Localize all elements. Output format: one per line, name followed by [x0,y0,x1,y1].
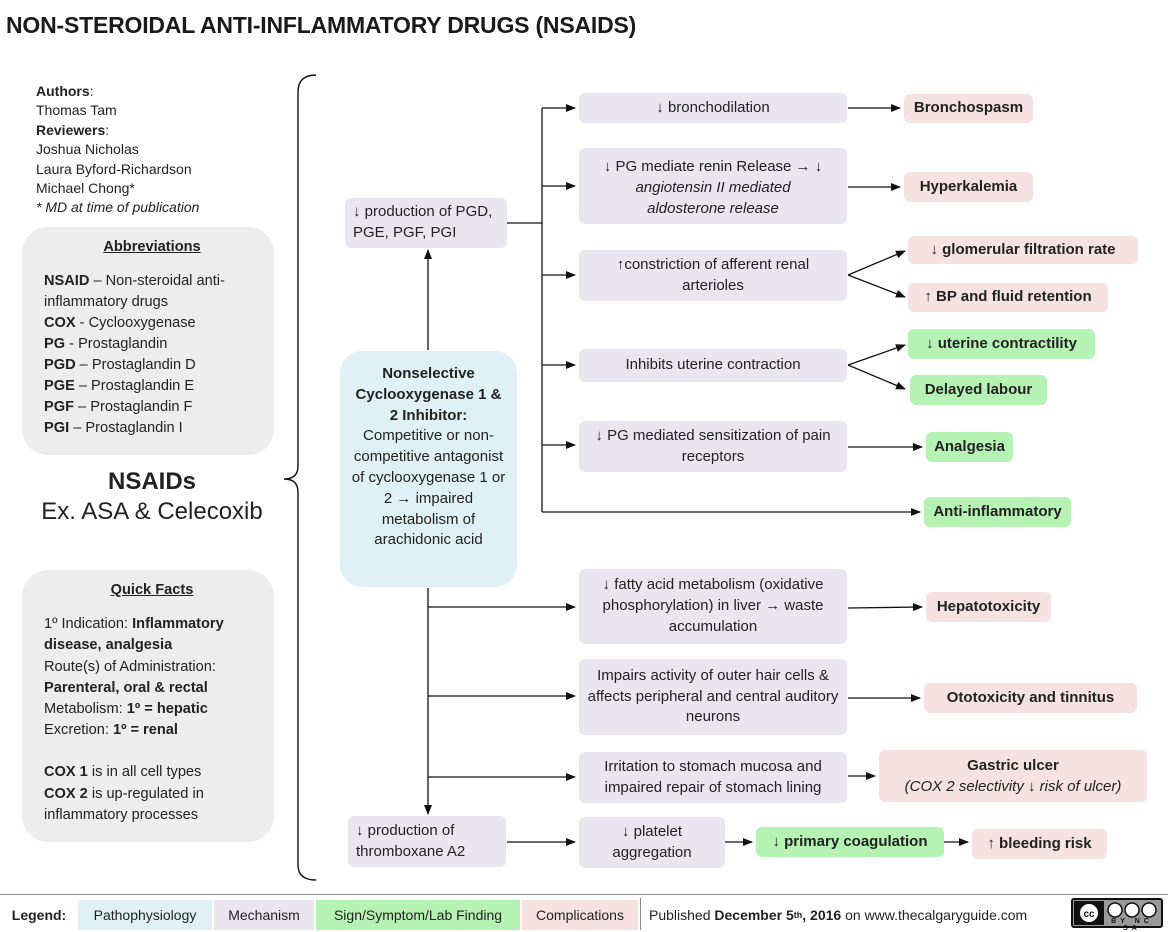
quick-facts-panel: Quick Facts 1º Indication: Inflammatory … [22,570,274,842]
fatty-acid-box: ↓ fatty acid metabolism (oxidative phosp… [579,569,847,644]
legend-pathophysiology: Pathophysiology [78,900,212,930]
bleeding-risk-box: ↑ bleeding risk [972,829,1107,859]
constriction-box: ↑constriction of afferent renal arteriol… [579,250,847,301]
legend-divider [640,898,641,930]
excretion-fact: Excretion: 1º = renal [44,722,178,739]
reviewers-label: Reviewers [36,121,106,138]
legend-mechanism: Mechanism [214,900,314,930]
cox-inhibitor-text: Competitive or non-competitive antagonis… [351,427,506,549]
primary-coagulation-box: ↓ primary coagulation [756,827,944,857]
abbreviations-panel: Abbreviations NSAID – Non-steroidal anti… [22,227,274,455]
reviewer-name: Laura Byford-Richardson [36,160,192,177]
reviewer-name: Michael Chong* [36,180,135,197]
cox-inhibitor-title: Nonselective Cyclooxygenase 1 & 2 Inhibi… [355,365,502,424]
cc-license-badge: cc BY NC SA [1071,898,1163,932]
authors-block: Authors: Thomas Tam Reviewers: Joshua Ni… [36,82,276,218]
bronchospasm-box: Bronchospasm [904,94,1033,123]
authors-label: Authors [36,83,90,99]
pg-production-box: ↓ production of PGD, PGE, PGF, PGI [345,198,507,248]
gastric-ulcer-box: Gastric ulcer (COX 2 selectivity ↓ risk … [879,750,1147,802]
author-name: Thomas Tam [36,102,117,119]
gfr-box: ↓ glomerular filtration rate [908,236,1138,264]
uterine-contraction-box: Inhibits uterine contraction [579,349,847,382]
abbreviation-item: COX - Cyclooxygenase [44,315,196,331]
cc-license-label: BY NC SA [1111,918,1153,932]
renin-box: ↓ PG mediate renin Release → ↓ angiotens… [579,148,847,224]
abbreviation-item: PGF – Prostaglandin F [44,399,193,415]
anti-inflammatory-box: Anti-inflammatory [924,497,1071,527]
cox2-fact: COX 2 is up-regulated in inflammatory pr… [44,785,204,823]
hepatotoxicity-box: Hepatotoxicity [926,592,1051,622]
gastric-ulcer-title: Gastric ulcer [967,757,1059,774]
cox1-fact: COX 1 is in all cell types [44,764,202,781]
quick-facts-header: Quick Facts [110,582,194,598]
aldosterone-text: angiotensin II mediated aldosterone rele… [635,178,791,217]
hyperkalemia-box: Hyperkalemia [904,172,1033,202]
abbreviation-item: PGI – Prostaglandin I [44,420,183,436]
bp-retention-box: ↑ BP and fluid retention [908,283,1108,312]
cox-inhibitor-box: Nonselective Cyclooxygenase 1 & 2 Inhibi… [340,351,517,587]
renin-text: ↓ PG mediate renin Release → ↓ [603,158,823,175]
legend-sign-symptom: Sign/Symptom/Lab Finding [316,900,520,930]
pain-sensitization-box: ↓ PG mediated sensitization of pain rece… [579,421,847,472]
legend-bar [0,894,1168,931]
bronchodilation-box: ↓ bronchodilation [579,93,847,123]
delayed-labour-box: Delayed labour [910,375,1047,405]
nsaids-example: Ex. ASA & Celecoxib [41,498,263,525]
nsaids-name: NSAIDs [107,468,197,495]
ototoxicity-box: Ototoxicity and tinnitus [924,683,1137,713]
legend-label: Legend: [11,907,67,923]
reviewer-name: Joshua Nicholas [36,141,139,158]
svg-text:cc: cc [1083,909,1095,920]
uterine-contractility-box: ↓ uterine contractility [908,329,1095,359]
route-fact: Route(s) of Administration:Parenteral, o… [44,658,216,696]
metabolism-fact: Metabolism: 1º = hepatic [44,701,208,718]
abbreviations-header: Abbreviations [103,239,201,255]
analgesia-box: Analgesia [926,432,1013,462]
nsaids-heading: NSAIDs Ex. ASA & Celecoxib [30,468,274,526]
abbreviation-item: PG - Prostaglandin [44,336,168,352]
indication-fact: 1º Indication: Inflammatory disease, ana… [44,616,224,654]
publication-note: * MD at time of publication [36,199,200,216]
gastric-ulcer-note: (COX 2 selectivity ↓ risk of ulcer) [904,778,1122,795]
abbreviation-item: PGE – Prostaglandin E [44,378,195,394]
page-title: NON-STEROIDAL ANTI-INFLAMMATORY DRUGS (N… [6,12,637,38]
abbreviation-item: PGD – Prostaglandin D [44,357,196,373]
hair-cells-box: Impairs activity of outer hair cells & a… [579,659,847,735]
thromboxane-production-box: ↓ production of thromboxane A2 [348,816,506,867]
legend-complications: Complications [522,900,638,930]
cc-license-icon: cc [1074,901,1157,925]
stomach-irritation-box: Irritation to stomach mucosa and impaire… [579,752,847,803]
platelet-aggregation-box: ↓ platelet aggregation [579,817,725,868]
abbreviation-item: NSAID – Non-steroidal anti-inflammatory … [44,273,225,310]
